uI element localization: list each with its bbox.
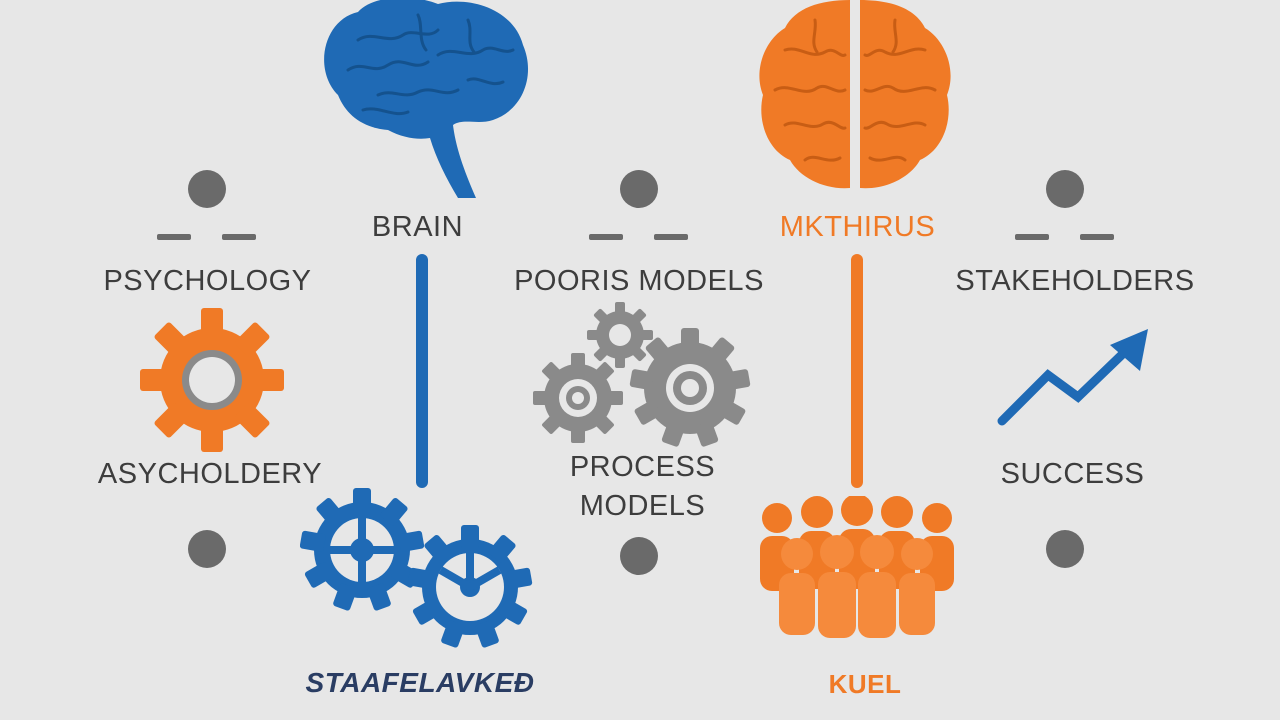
divider-dash (589, 234, 623, 240)
node-dot (188, 530, 226, 568)
brain-label: BRAIN (371, 211, 464, 243)
node-dot (1046, 530, 1084, 568)
staafelavked-label: STAAFELAVKEÐ (305, 667, 535, 698)
pooris-models-label: POORIS MODELS (514, 265, 764, 297)
brain-icon (324, 0, 529, 198)
node-dot (188, 170, 226, 208)
success-label: SUCCESS (1000, 458, 1145, 490)
node-dot (1046, 170, 1084, 208)
mkthirus-label: MKTHIRUS (779, 211, 936, 243)
node-dot (620, 537, 658, 575)
split-brain-icon (759, 0, 951, 189)
people-group-icon (760, 496, 954, 638)
gear-icon (140, 308, 284, 452)
divider-dash (654, 234, 688, 240)
connector-line (416, 254, 428, 488)
node-dot (620, 170, 658, 208)
divider-dash (157, 234, 191, 240)
blue-gears-icon (300, 488, 533, 648)
kuel-label: KUEL (828, 669, 902, 699)
divider-dash (1080, 234, 1114, 240)
psychology-label: PSYCHOLOGY (103, 265, 312, 297)
process-models-label-line2: MODELS (579, 490, 706, 522)
gears-icon (533, 302, 751, 447)
process-models-label-line1: PROCESS (569, 451, 716, 483)
stakeholders-label: STAKEHOLDERS (955, 265, 1195, 297)
divider-dash (1015, 234, 1049, 240)
connector-line (851, 254, 863, 488)
asycholdery-label: ASYCHOLDERY (97, 458, 323, 490)
divider-dash (222, 234, 256, 240)
trend-arrow-icon (997, 329, 1148, 426)
